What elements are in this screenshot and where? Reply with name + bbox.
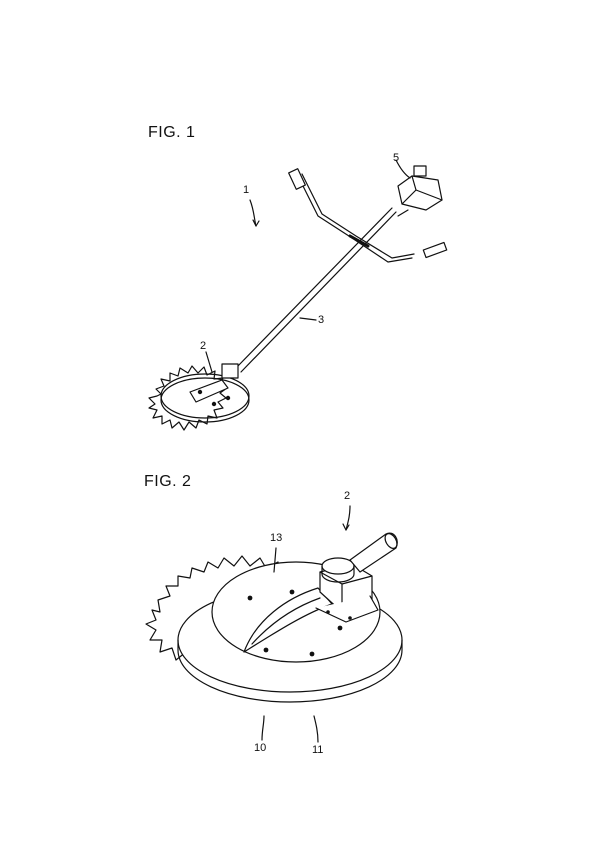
leader-13 [273, 547, 277, 573]
ref-label-2-fig1: 2 [200, 340, 207, 352]
fig2-disk-rim [177, 639, 403, 703]
leader-2 [205, 351, 213, 373]
fig2-gear-head [315, 532, 398, 623]
ref-label-1: 1 [243, 184, 250, 196]
leader-3 [299, 317, 317, 321]
leader-10 [261, 715, 265, 741]
fig1-title: FIG. 1 [148, 124, 196, 141]
ref-label-3: 3 [318, 314, 325, 326]
engine-unit [397, 165, 443, 217]
ref-label-5: 5 [393, 152, 400, 164]
leader-5 [395, 159, 411, 179]
fig2-title: FIG. 2 [144, 473, 192, 490]
ref-label-10: 10 [254, 742, 267, 754]
ref-label-2-fig2: 2 [344, 490, 351, 502]
ref-label-13: 13 [270, 532, 283, 544]
ref-label-11: 11 [312, 744, 324, 756]
shaft [235, 207, 393, 369]
fig1-cutter [148, 363, 250, 431]
fig1-teeth [148, 365, 228, 431]
handlebar [288, 168, 448, 263]
leader-11 [313, 715, 319, 743]
